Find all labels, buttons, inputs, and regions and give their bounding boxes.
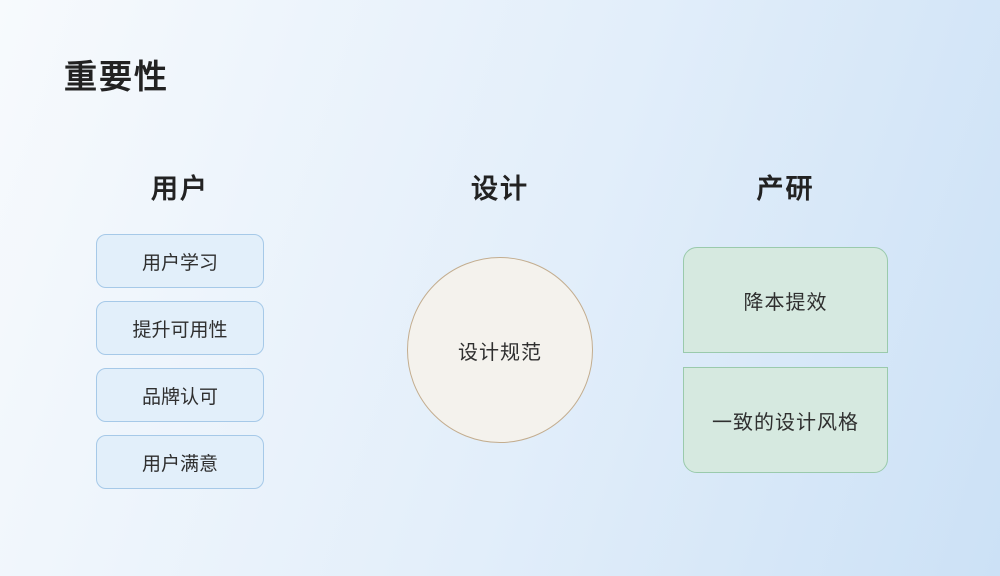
product-benefit-box-efficiency: 降本提效 <box>683 247 888 353</box>
design-spec-circle-label: 设计规范 <box>458 341 542 364</box>
slide-title: 重要性 <box>64 58 169 95</box>
design-spec-circle: 设计规范 <box>407 257 593 443</box>
user-benefit-box-usability: 提升可用性 <box>96 301 264 355</box>
column-header-user: 用户 <box>151 174 209 204</box>
product-benefit-box-consistency: 一致的设计风格 <box>683 367 888 473</box>
column-header-product: 产研 <box>756 174 815 204</box>
user-benefit-box-learning: 用户学习 <box>96 234 264 288</box>
user-benefit-box-satisfaction: 用户满意 <box>96 435 264 489</box>
user-benefit-box-brand: 品牌认可 <box>96 368 264 422</box>
user-benefits-list: 用户学习 提升可用性 品牌认可 用户满意 <box>96 234 264 489</box>
column-header-design: 设计 <box>471 174 529 204</box>
